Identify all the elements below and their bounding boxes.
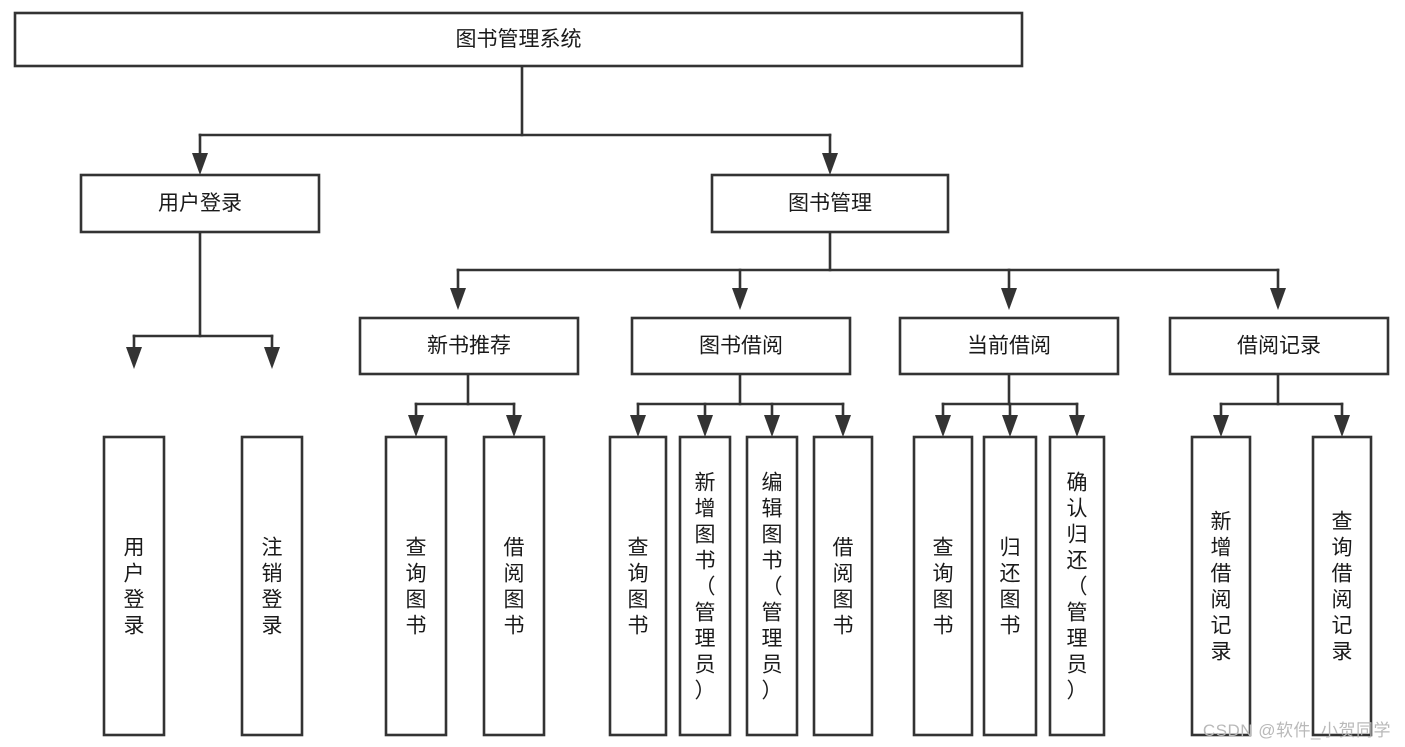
arrow-head-icon xyxy=(1069,415,1085,437)
node-label: 新书推荐 xyxy=(427,335,511,358)
arrow-head-icon xyxy=(1213,415,1229,437)
arrow-head-icon xyxy=(935,415,951,437)
node-label: 图书借阅 xyxy=(699,335,783,358)
node-leaf-rec-query-book[interactable]: 查询图书 xyxy=(384,435,448,737)
node-leaf-rec-borrow-book[interactable]: 借阅图书 xyxy=(482,435,546,737)
node-label: 用户登录 xyxy=(158,192,242,215)
arrow-head-icon xyxy=(1001,288,1017,310)
node-label: 查询图书 xyxy=(628,536,649,637)
node-label: 借阅图书 xyxy=(504,536,525,637)
node-label: 新增借阅记录 xyxy=(1211,510,1232,663)
node-box[interactable] xyxy=(384,435,448,737)
arrow-head-icon xyxy=(835,415,851,437)
node-new-book-rec[interactable]: 新书推荐 xyxy=(358,316,580,376)
node-box[interactable] xyxy=(608,435,668,737)
node-label: 借阅图书 xyxy=(833,536,854,637)
arrow-head-icon xyxy=(192,153,208,175)
node-box[interactable] xyxy=(745,435,799,737)
node-box[interactable] xyxy=(13,11,1024,68)
arrow-head-icon xyxy=(1270,288,1286,310)
connector-root-bus xyxy=(192,64,838,175)
arrow-head-icon xyxy=(1002,415,1018,437)
arrow-head-icon xyxy=(506,415,522,437)
node-label: 查询借阅记录 xyxy=(1332,510,1353,663)
arrow-head-icon xyxy=(264,347,280,369)
node-leaf-borrow-borrow-book[interactable]: 借阅图书 xyxy=(812,435,874,737)
node-label: 查询图书 xyxy=(406,536,427,637)
node-box[interactable] xyxy=(710,173,950,234)
node-box[interactable] xyxy=(358,316,580,376)
arrow-head-icon xyxy=(126,347,142,369)
node-label: 当前借阅 xyxy=(967,335,1051,358)
node-box[interactable] xyxy=(678,435,732,737)
arrow-head-icon xyxy=(697,415,713,437)
node-label: 新增图书（管理员） xyxy=(695,471,716,702)
node-leaf-borrow-edit-book[interactable]: 编辑图书（管理员） xyxy=(745,435,799,737)
node-leaf-borrow-add-book[interactable]: 新增图书（管理员） xyxy=(678,435,732,737)
node-label: 图书管理 xyxy=(788,192,872,215)
node-leaf-cur-query-book[interactable]: 查询图书 xyxy=(912,435,974,737)
node-box[interactable] xyxy=(1190,435,1252,737)
connector-book-manage-bus xyxy=(450,230,1286,310)
connector-book-borrow-bus xyxy=(630,372,851,437)
connector-current-borrow-bus xyxy=(935,372,1085,437)
connector-borrow-record-bus xyxy=(1213,372,1350,437)
node-box[interactable] xyxy=(898,316,1120,376)
node-leaf-user-logout[interactable]: 注销登录 xyxy=(240,435,304,737)
node-box[interactable] xyxy=(240,435,304,737)
arrow-head-icon xyxy=(630,415,646,437)
node-current-borrow[interactable]: 当前借阅 xyxy=(898,316,1120,376)
node-user-login[interactable]: 用户登录 xyxy=(79,173,321,234)
node-box[interactable] xyxy=(982,435,1038,737)
arrow-head-icon xyxy=(822,153,838,175)
node-label: 用户登录 xyxy=(124,536,145,637)
node-leaf-rec-query-record[interactable]: 查询借阅记录 xyxy=(1311,435,1373,737)
arrow-head-icon xyxy=(732,288,748,310)
arrow-head-icon xyxy=(1334,415,1350,437)
node-leaf-borrow-query-book[interactable]: 查询图书 xyxy=(608,435,668,737)
node-box[interactable] xyxy=(812,435,874,737)
connector-user-login-bus xyxy=(126,230,280,369)
node-leaf-cur-return-book[interactable]: 归还图书 xyxy=(982,435,1038,737)
node-label: 确认归还（管理员） xyxy=(1067,471,1088,702)
node-layer: 图书管理系统用户登录图书管理新书推荐图书借阅当前借阅借阅记录用户登录注销登录查询… xyxy=(13,11,1390,737)
node-label: 编辑图书（管理员） xyxy=(762,471,783,702)
node-box[interactable] xyxy=(1048,435,1106,737)
node-label: 图书管理系统 xyxy=(456,28,582,51)
node-leaf-user-login[interactable]: 用户登录 xyxy=(102,435,166,737)
node-box[interactable] xyxy=(1168,316,1390,376)
arrow-head-icon xyxy=(450,288,466,310)
connector-layer xyxy=(126,64,1350,437)
node-leaf-cur-confirm-return[interactable]: 确认归还（管理员） xyxy=(1048,435,1106,737)
connector-new-book-rec-bus xyxy=(408,372,522,437)
node-book-borrow[interactable]: 图书借阅 xyxy=(630,316,852,376)
node-root[interactable]: 图书管理系统 xyxy=(13,11,1024,68)
node-book-manage[interactable]: 图书管理 xyxy=(710,173,950,234)
arrow-head-icon xyxy=(764,415,780,437)
node-label: 归还图书 xyxy=(1000,536,1021,637)
arrow-head-icon xyxy=(408,415,424,437)
node-box[interactable] xyxy=(1311,435,1373,737)
node-label: 借阅记录 xyxy=(1237,335,1321,358)
node-leaf-rec-add-record[interactable]: 新增借阅记录 xyxy=(1190,435,1252,737)
node-box[interactable] xyxy=(912,435,974,737)
node-borrow-record[interactable]: 借阅记录 xyxy=(1168,316,1390,376)
node-label: 查询图书 xyxy=(933,536,954,637)
node-box[interactable] xyxy=(79,173,321,234)
node-label: 注销登录 xyxy=(262,536,283,637)
node-box[interactable] xyxy=(482,435,546,737)
node-box[interactable] xyxy=(630,316,852,376)
node-box[interactable] xyxy=(102,435,166,737)
